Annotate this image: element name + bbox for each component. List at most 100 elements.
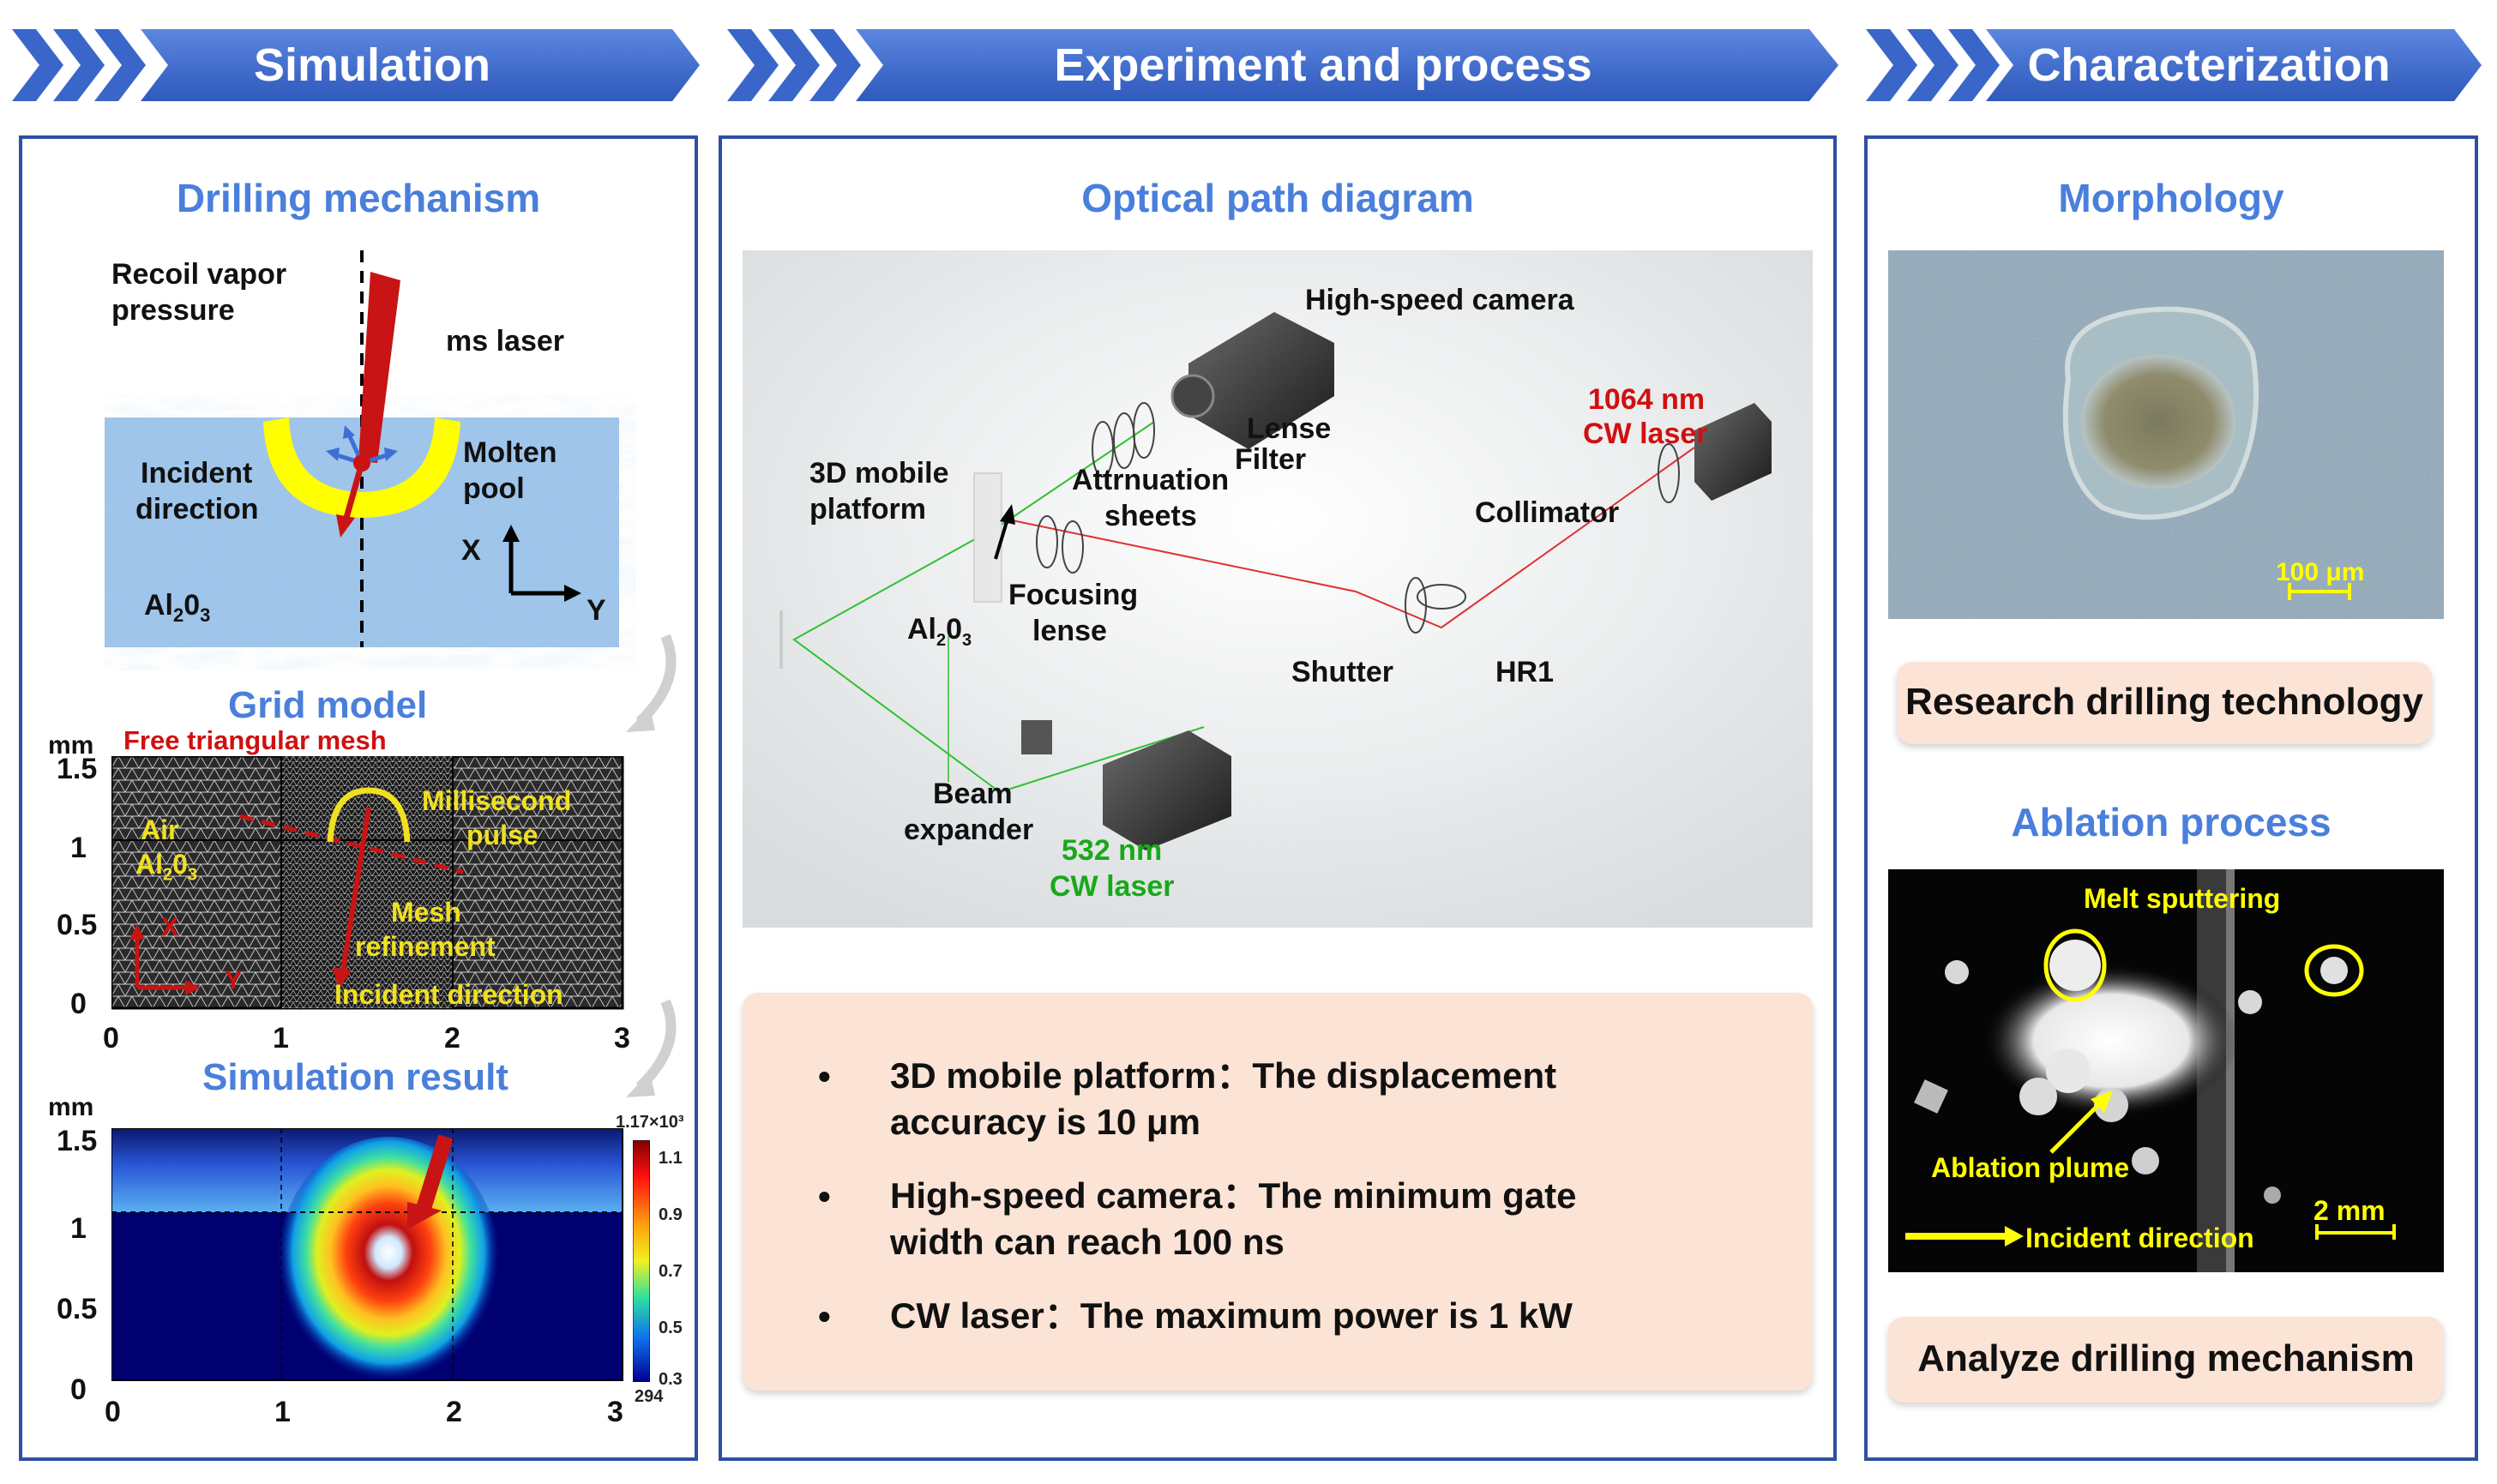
hr1-mirror-shape (1417, 584, 1466, 610)
colorbar-tick: 1.1 (659, 1149, 683, 1168)
drilling-mechanism-diagram (105, 250, 619, 647)
section-title-experiment: Experiment and process (1054, 39, 1592, 91)
grid-y-tick: 0 (70, 988, 87, 1020)
grid-ms-label-1: Millisecond (422, 785, 572, 816)
high-speed-camera-shape (1188, 312, 1334, 449)
result-colorbar (633, 1140, 650, 1382)
material-sub2: 3 (187, 865, 198, 885)
melt-sputter-circle (2304, 944, 2364, 997)
grid-al2o3-label: Al203 (135, 847, 197, 892)
ablation-plume-arrow (2049, 1099, 2104, 1154)
collimator-label: Collimator (1475, 496, 1620, 529)
result-x-tick: 2 (446, 1396, 462, 1428)
attenuation-label-1: Attrnuation (1072, 464, 1230, 496)
material-end: 0 (172, 849, 188, 880)
spec-bullet-line: CW laser：The maximum power is 1 kW (890, 1295, 1573, 1336)
molten-label-line1: Molten (463, 436, 557, 469)
result-y-tick: 1.5 (57, 1125, 98, 1157)
lense-label: Lense (1247, 412, 1332, 445)
optical-path-diagram (743, 250, 1813, 928)
grid-mesh-label-2: refinement (355, 931, 496, 962)
grid-model-mesh (111, 756, 624, 1010)
bullet-dot: • (818, 1296, 831, 1337)
incident-direction-label: Incident direction (2025, 1223, 2254, 1253)
melt-sputter-circle (2043, 928, 2107, 1002)
research-drilling-text: Research drilling technology (1905, 681, 2423, 723)
laser-1064-shape (1694, 403, 1772, 501)
al2o3-sample-label: Al203 (907, 612, 972, 658)
spec-bullet-line: accuracy is 10 μm (890, 1102, 1200, 1142)
grid-axis-y-label: Y (225, 966, 243, 994)
optical-path-title: Optical path diagram (1081, 176, 1474, 220)
grid-x-tick: 0 (103, 1022, 119, 1054)
molten-label-line2: pool (463, 472, 525, 505)
focusing-label-2: lense (1032, 615, 1107, 647)
material-end: 0 (946, 613, 963, 646)
grid-x-tick: 2 (444, 1022, 460, 1054)
experiment-specs-box: • 3D mobile platform：The displacement ac… (743, 993, 1813, 1391)
flow-arrow-icon (626, 634, 677, 732)
result-x-tick: 3 (607, 1396, 623, 1428)
melt-sputtering-label: Melt sputtering (2084, 883, 2281, 914)
grid-ms-label-2: pulse (466, 820, 539, 850)
mobile-platform-shape (973, 472, 1002, 603)
grid-x-tick: 3 (614, 1022, 630, 1054)
section-title-characterization: Characterization (2027, 39, 2391, 91)
beam-expander-label-1: Beam (933, 778, 1013, 810)
laser-1064-label-2: CW laser (1583, 418, 1708, 450)
result-y-tick: 1 (70, 1212, 87, 1245)
material-base: Al (907, 613, 936, 646)
research-drilling-box: Research drilling technology (1897, 662, 2432, 744)
recoil-label-line1: Recoil vapor (111, 258, 287, 291)
simulation-panel: Drilling mechanism Recoil vapor pressure… (19, 135, 698, 1461)
material-base: Al (135, 849, 163, 880)
drilling-mechanism-title: Drilling mechanism (176, 176, 541, 220)
scale-2mm-label: 2 mm (2313, 1195, 2386, 1226)
colorbar-min-label: 294 (635, 1387, 664, 1406)
al2o3-label: Al203 (144, 588, 210, 633)
grid-x-tick: 1 (273, 1022, 289, 1054)
colorbar-tick: 0.9 (659, 1205, 683, 1224)
ms-laser-beam (358, 272, 400, 463)
grid-model-title: Grid model (228, 684, 428, 726)
ablation-plume-label: Ablation plume (1931, 1152, 2130, 1183)
incident-label-line2: direction (135, 493, 259, 526)
material-sub2: 3 (200, 604, 211, 626)
banner-arrow-shape (1866, 29, 2482, 101)
laser-532-label-2: CW laser (1050, 870, 1175, 903)
material-base: Al (144, 589, 173, 622)
material-end: 0 (184, 589, 201, 622)
mobile-platform-label-2: platform (809, 493, 926, 526)
attenuation-label-2: sheets (1104, 500, 1197, 532)
characterization-panel: Morphology 100 μm Research drilling tech… (1864, 135, 2478, 1461)
high-speed-camera-label: High-speed camera (1305, 284, 1574, 316)
result-x-tick: 1 (274, 1396, 291, 1428)
laser-532-shape (1103, 730, 1231, 850)
recoil-label-line2: pressure (111, 294, 235, 327)
grid-y-tick: 0.5 (57, 909, 98, 941)
ablation-image (1888, 869, 2444, 1272)
banner-arrow-shape (727, 29, 1838, 101)
colorbar-tick: 0.5 (659, 1319, 683, 1337)
drilled-hole-shape (2081, 355, 2235, 489)
simulation-result-heatmap (111, 1128, 623, 1385)
banner-arrow-shape (12, 29, 700, 101)
ablation-plume-glow (1983, 964, 2240, 1118)
scale-100-label: 100 μm (2276, 558, 2365, 586)
material-sub2: 3 (962, 630, 972, 650)
laser-532-label-1: 532 nm (1062, 834, 1163, 867)
morphology-title: Morphology (2058, 176, 2284, 220)
axis-x-label: X (461, 534, 481, 567)
grid-mesh-label-1: Mesh (391, 897, 461, 928)
shutter-label: Shutter (1291, 656, 1393, 688)
spec-bullet-line: width can reach 100 ns (890, 1222, 1285, 1262)
collimator-shape (1658, 443, 1680, 503)
result-y-tick: 0 (70, 1373, 87, 1406)
molten-pool-shape (263, 418, 460, 518)
grid-free-mesh-label: Free triangular mesh (123, 725, 387, 755)
grid-y-tick: 1.5 (57, 753, 98, 785)
attenuation-sheet-shape (1036, 515, 1058, 568)
laser-1064-label-1: 1064 nm (1588, 383, 1706, 416)
focusing-label-1: Focusing (1008, 579, 1139, 611)
grid-air-label: Air (141, 814, 179, 845)
